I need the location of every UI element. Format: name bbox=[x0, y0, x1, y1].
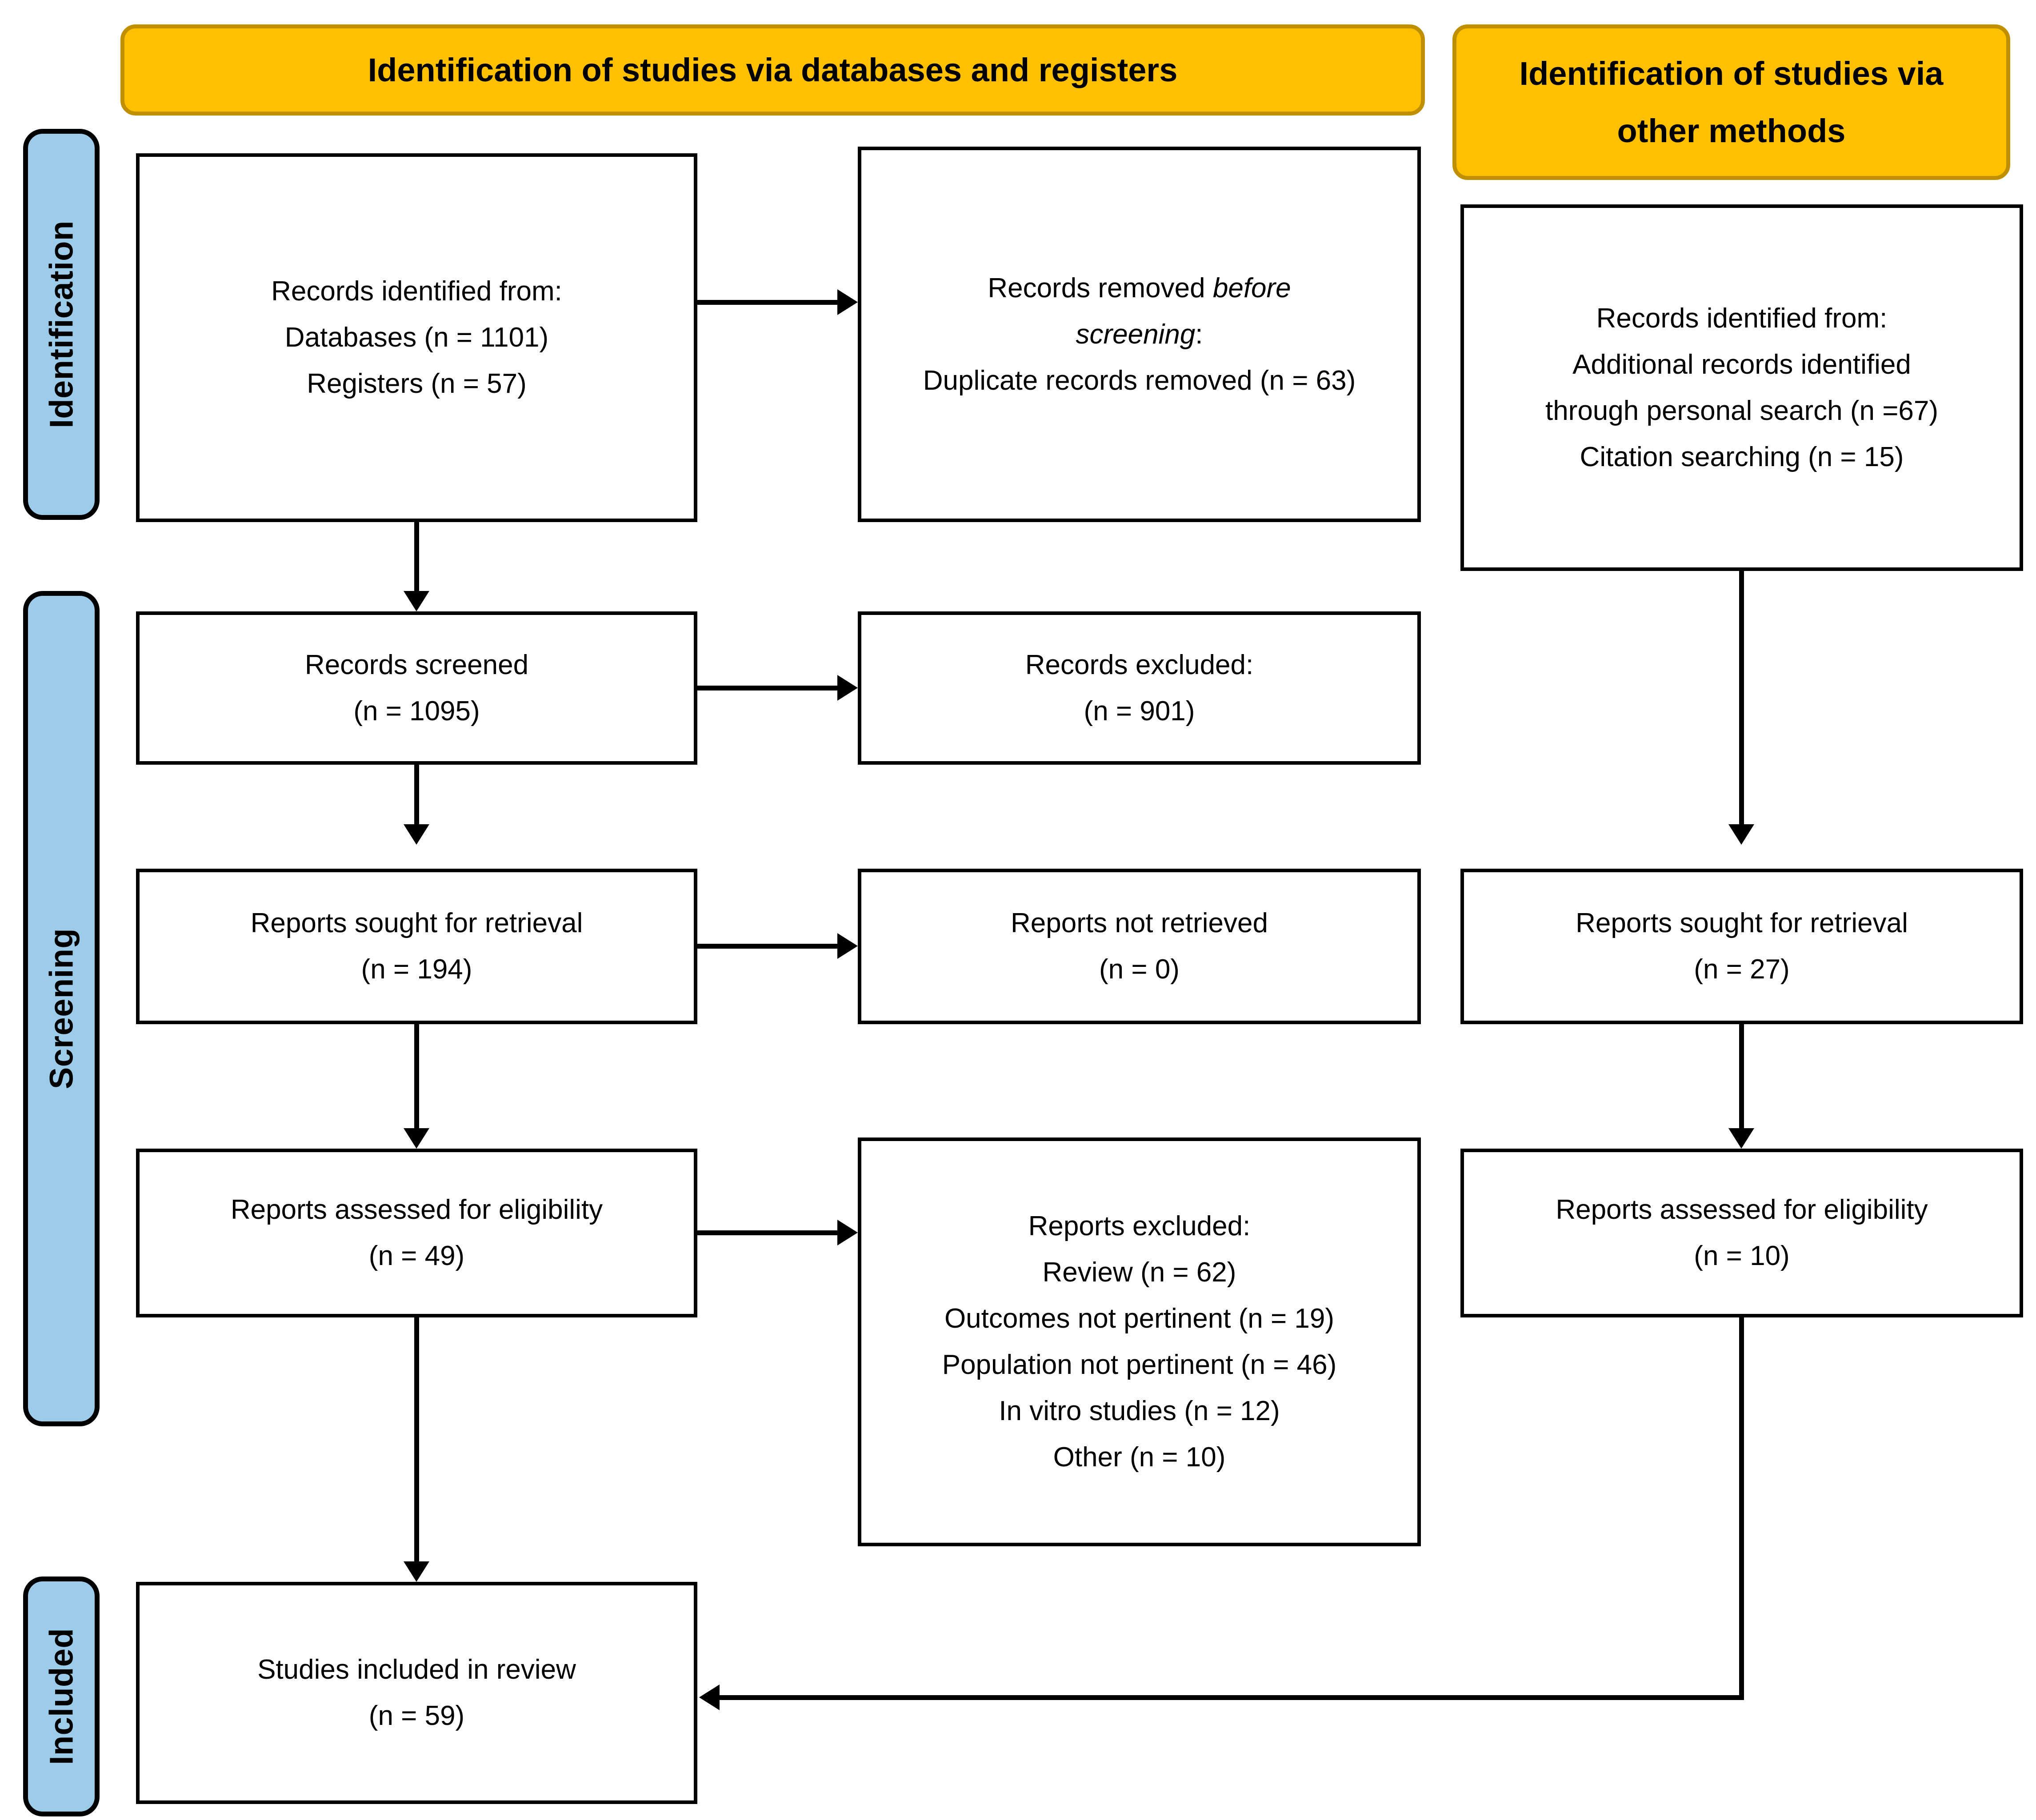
reports-excluded-line-1: Reports excluded: bbox=[1028, 1211, 1251, 1241]
arrowhead-other-identified-to-sought bbox=[1728, 824, 1754, 845]
box-reports-sought: Reports sought for retrieval (n = 194) bbox=[136, 869, 697, 1024]
phase-rail-identification: Identification bbox=[23, 129, 100, 520]
header-other-methods-label-line2: other methods bbox=[1617, 112, 1846, 149]
arrowhead-screened-to-excluded bbox=[837, 675, 858, 701]
records-removed-italic-before: before bbox=[1212, 272, 1291, 303]
connector-assessed-to-excluded bbox=[697, 1230, 837, 1235]
records-removed-line-1: Records removed before bbox=[988, 272, 1291, 303]
box-records-identified-other: Records identified from: Additional reco… bbox=[1460, 204, 2023, 571]
arrowhead-sought-to-notretrieved bbox=[837, 933, 858, 959]
reports-assessed-line-2: (n = 49) bbox=[368, 1241, 465, 1271]
records-identified-other-line-1: Records identified from: bbox=[1596, 303, 1888, 334]
records-identified-line-3: Registers (n = 57) bbox=[307, 368, 527, 399]
records-identified-other-line-3: through personal search (n =67) bbox=[1545, 395, 1939, 426]
connector-sought-to-notretrieved bbox=[697, 944, 837, 949]
arrowhead-screened-to-sought bbox=[404, 824, 429, 845]
header-databases-registers: Identification of studies via databases … bbox=[120, 24, 1425, 116]
connector-other-assessed-to-included-vertical bbox=[1739, 1317, 1744, 1700]
connector-identified-to-screened bbox=[414, 522, 419, 591]
connector-other-sought-to-assessed bbox=[1739, 1024, 1744, 1128]
records-identified-other-line-4: Citation searching (n = 15) bbox=[1580, 441, 1904, 472]
phase-rail-identification-label: Identification bbox=[43, 220, 80, 428]
phase-rail-included-label: Included bbox=[43, 1628, 80, 1765]
reports-sought-line-1: Reports sought for retrieval bbox=[250, 908, 583, 938]
reports-excluded-line-6: Other (n = 10) bbox=[1053, 1442, 1226, 1473]
connector-assessed-to-included bbox=[414, 1317, 419, 1561]
records-excluded-line-2: (n = 901) bbox=[1084, 695, 1195, 726]
header-other-methods: Identification of studies via other meth… bbox=[1452, 24, 2010, 180]
connector-other-identified-to-sought bbox=[1739, 571, 1744, 824]
reports-sought-line-2: (n = 194) bbox=[361, 954, 472, 985]
records-removed-line-3: Duplicate records removed (n = 63) bbox=[923, 365, 1356, 396]
box-studies-included: Studies included in review (n = 59) bbox=[136, 1582, 697, 1804]
connector-identified-to-removed bbox=[697, 300, 837, 305]
connector-other-assessed-to-included-horizontal bbox=[720, 1695, 1744, 1700]
box-records-screened: Records screened (n = 1095) bbox=[136, 611, 697, 765]
header-databases-registers-label: Identification of studies via databases … bbox=[368, 51, 1178, 88]
studies-included-line-2: (n = 59) bbox=[368, 1700, 465, 1731]
records-removed-colon: : bbox=[1195, 319, 1203, 350]
reports-excluded-line-2: Review (n = 62) bbox=[1042, 1257, 1236, 1288]
reports-assessed-other-line-1: Reports assessed for eligibility bbox=[1556, 1194, 1928, 1225]
reports-not-retrieved-line-2: (n = 0) bbox=[1099, 954, 1180, 985]
records-removed-prefix: Records removed bbox=[988, 272, 1213, 303]
arrowhead-assessed-to-included bbox=[404, 1561, 429, 1582]
box-reports-sought-other: Reports sought for retrieval (n = 27) bbox=[1460, 869, 2023, 1024]
records-identified-line-2: Databases (n = 1101) bbox=[284, 322, 549, 353]
arrowhead-identified-to-screened bbox=[404, 591, 429, 611]
records-removed-line-2: screening: bbox=[1076, 319, 1203, 350]
reports-not-retrieved-line-1: Reports not retrieved bbox=[1011, 908, 1268, 938]
box-records-removed: Records removed before screening: Duplic… bbox=[858, 147, 1421, 522]
box-records-excluded: Records excluded: (n = 901) bbox=[858, 611, 1421, 765]
connector-screened-to-excluded bbox=[697, 686, 837, 690]
box-reports-excluded: Reports excluded: Review (n = 62) Outcom… bbox=[858, 1138, 1421, 1546]
arrowhead-identified-to-removed bbox=[837, 289, 858, 315]
records-removed-italic-screening: screening bbox=[1076, 319, 1196, 350]
reports-excluded-line-4: Population not pertinent (n = 46) bbox=[942, 1349, 1337, 1380]
box-records-identified: Records identified from: Databases (n = … bbox=[136, 153, 697, 522]
arrowhead-sought-to-assessed bbox=[404, 1128, 429, 1149]
reports-excluded-line-3: Outcomes not pertinent (n = 19) bbox=[944, 1303, 1335, 1334]
header-other-methods-label-line1: Identification of studies via bbox=[1519, 55, 1944, 92]
reports-assessed-line-1: Reports assessed for eligibility bbox=[230, 1194, 603, 1225]
arrowhead-other-sought-to-assessed bbox=[1728, 1128, 1754, 1149]
records-screened-line-1: Records screened bbox=[304, 649, 529, 680]
reports-sought-other-line-1: Reports sought for retrieval bbox=[1576, 908, 1908, 938]
connector-screened-to-sought bbox=[414, 765, 419, 824]
phase-rail-screening: Screening bbox=[23, 591, 100, 1426]
records-screened-line-2: (n = 1095) bbox=[353, 695, 480, 726]
records-identified-other-line-2: Additional records identified bbox=[1572, 349, 1911, 380]
box-reports-not-retrieved: Reports not retrieved (n = 0) bbox=[858, 869, 1421, 1024]
phase-rail-included: Included bbox=[23, 1577, 100, 1816]
box-reports-assessed: Reports assessed for eligibility (n = 49… bbox=[136, 1149, 697, 1317]
reports-assessed-other-line-2: (n = 10) bbox=[1694, 1241, 1790, 1271]
studies-included-line-1: Studies included in review bbox=[257, 1654, 576, 1685]
records-excluded-line-1: Records excluded: bbox=[1025, 649, 1254, 680]
box-reports-assessed-other: Reports assessed for eligibility (n = 10… bbox=[1460, 1149, 2023, 1317]
phase-rail-screening-label: Screening bbox=[43, 928, 80, 1090]
reports-sought-other-line-2: (n = 27) bbox=[1694, 954, 1790, 985]
arrowhead-assessed-to-excluded bbox=[837, 1220, 858, 1245]
connector-sought-to-assessed bbox=[414, 1024, 419, 1128]
records-identified-line-1: Records identified from: bbox=[271, 276, 562, 307]
arrowhead-other-assessed-to-included bbox=[699, 1684, 720, 1710]
reports-excluded-line-5: In vitro studies (n = 12) bbox=[999, 1396, 1280, 1426]
